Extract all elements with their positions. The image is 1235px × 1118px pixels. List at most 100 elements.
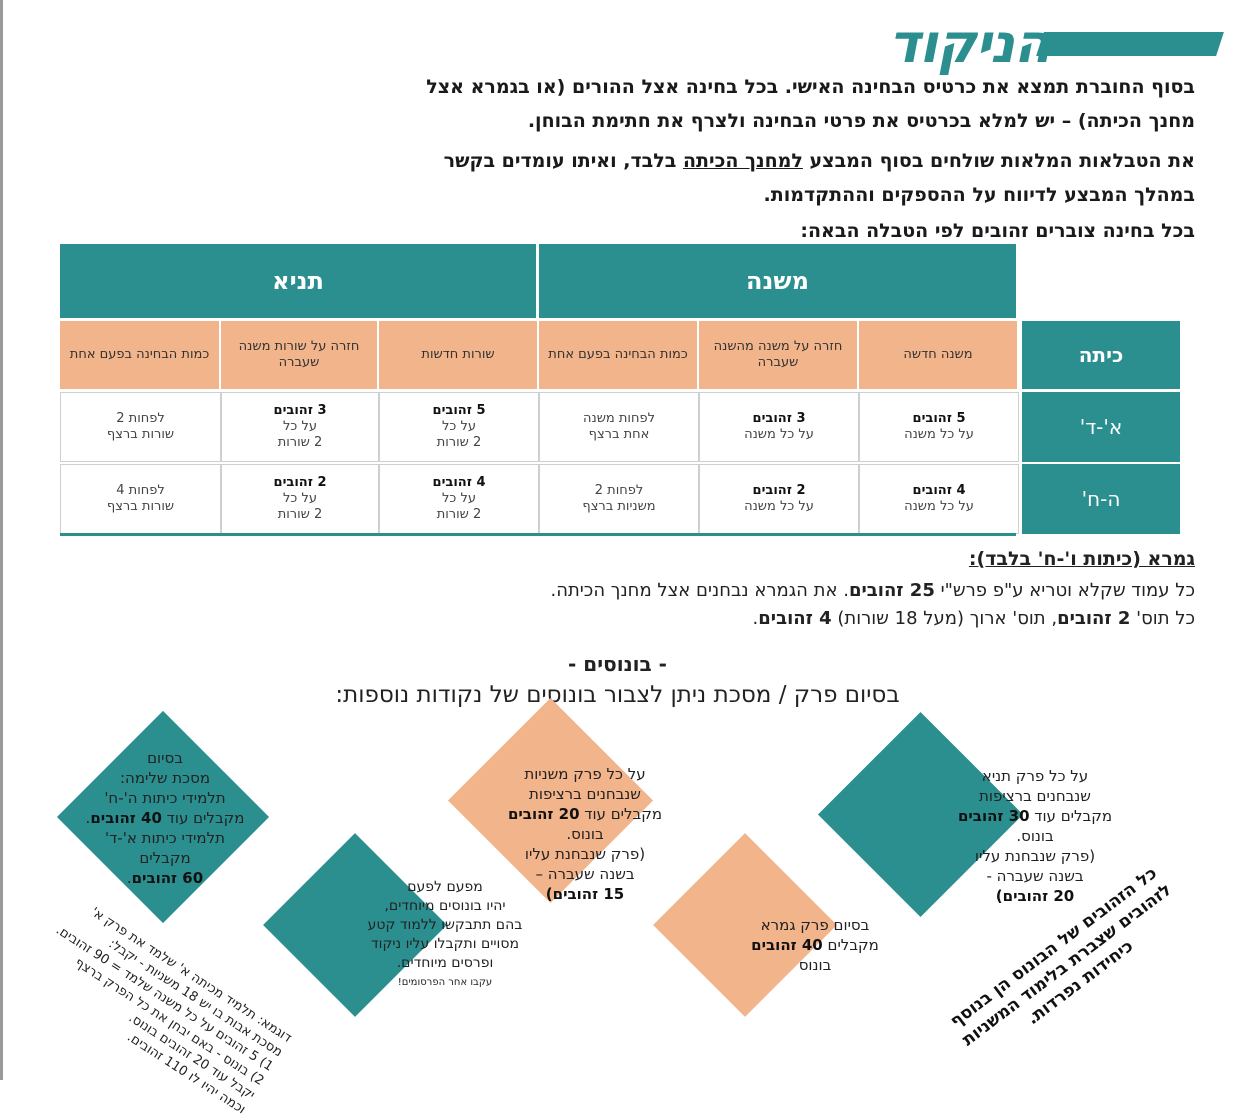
special-line1: מפעם לפעם	[407, 879, 483, 895]
tanya-chapter-line3: מקבלים עוד 30 זהובים בונוס.	[940, 806, 1130, 846]
tables-paragraph: את הטבלאות המלאות שולחים בסוף המבצע למחנ…	[40, 144, 1195, 212]
col-tanya-new: שורות חדשות	[379, 321, 539, 389]
row2-tanya-amount-line2: שורות ברצף	[106, 499, 175, 514]
row2-tanya-review-value: 2 זהובים	[273, 475, 327, 490]
tables-line-1-start: את הטבלאות המלאות שולחים בסוף המבצע	[802, 150, 1196, 172]
row1-mishna-review-unit: על כל משנה	[744, 427, 814, 442]
tanya-chapter-last-year: 20 זהובים)	[995, 887, 1075, 905]
gemara-chapter-receive: מקבלים	[822, 936, 879, 954]
bonus-subtitle: בסיום פרק / מסכת ניתן לצבור בונוסים של נ…	[335, 682, 900, 708]
mishna-chapter-points: 20 זהובים	[507, 805, 580, 823]
mishna-chapter-text: על כל פרק משניות שנבחנים ברציפות מקבלים …	[490, 764, 680, 904]
row2-mishna-review-unit: על כל משנה	[744, 499, 814, 514]
tanya-chapter-receive: מקבלים עוד	[1029, 807, 1113, 825]
tanya-chapter-points: 30 זהובים	[957, 807, 1030, 825]
mishna-chapter-line2: שנבחנים ברציפות	[529, 785, 641, 803]
gemara-line-2-c: , תוס' ארוך (מעל 18 שורות)	[831, 608, 1058, 629]
class-teacher-underline: למחנך הכיתה	[682, 150, 803, 172]
row2-tanya-new-value: 4 זהובים	[432, 475, 486, 490]
row1-tanya-review-value: 3 זהובים	[273, 403, 327, 418]
masechet-line1: בסיום	[147, 749, 183, 767]
row1-mishna-amount-line2: אחת ברצף	[588, 427, 650, 442]
gemara-line-2-e: .	[752, 608, 759, 629]
row1-mishna-review-value: 3 זהובים	[752, 411, 806, 426]
page-title: הניקוד	[888, 12, 1051, 75]
row1-tanya-amount-line2: שורות ברצף	[106, 427, 175, 442]
gemara-line-2-a: כל תוס'	[1130, 608, 1195, 629]
title-accent-bar	[1036, 32, 1224, 56]
tanya-chapter-line4: (פרק שנבחנת עליו	[974, 847, 1096, 865]
page-frame	[0, 0, 3, 1080]
masechet-line5: תלמידי כיתות א'-ד'	[105, 829, 225, 847]
row2-mishna-new-value: 4 זהובים	[912, 483, 966, 498]
row2-mishna-review-value: 2 זהובים	[752, 483, 806, 498]
table-intro: בכל בחינה צוברים זהובים לפי הטבלה הבאה:	[800, 220, 1195, 242]
col-mishna-review: חזרה על משנה מהשנה שעברה	[699, 321, 859, 389]
mishna-chapter-line3: מקבלים עוד 20 זהובים בונוס.	[490, 804, 680, 844]
gemara-line-1-points: 25 זהובים	[848, 580, 935, 601]
row2-tanya-review-per: על כל	[283, 491, 317, 506]
masechet-dot-lower: .	[126, 869, 132, 887]
tanya-chapter-bonus: בונוס.	[1016, 827, 1054, 845]
mishna-chapter-receive: מקבלים עוד	[579, 805, 663, 823]
gemara-chapter-points: 40 זהובים	[751, 936, 823, 954]
mishna-chapter-line5: בשנה שעברה –	[535, 865, 635, 883]
gemara-title: גמרא (כיתות ו'-ח' בלבד):	[968, 548, 1195, 570]
masechet-line4: מקבלים עוד 40 זהובים.	[80, 808, 250, 828]
gemara-line-1: כל עמוד שקלא וטריא ע"פ פרש"י 25 זהובים. …	[550, 580, 1195, 601]
masechet-receive-upper: מקבלים עוד	[161, 809, 245, 827]
gemara-line-1-a: כל עמוד שקלא וטריא ע"פ פרש"י	[934, 580, 1195, 601]
masechet-line2: מסכת שלימה:	[119, 769, 211, 787]
tables-line-2: במהלך המבצע לדיווח על ההספקים וההתקדמות.	[763, 184, 1195, 206]
row2-tanya-review-unit: 2 שורות	[277, 507, 323, 522]
row1-tanya-new-per: על כל	[442, 419, 476, 434]
special-line3: בהם תתבקשו ללמוד קטע	[367, 917, 523, 933]
row2-mishna-amount-line2: משניות ברצף	[582, 499, 656, 514]
col-kita: כיתה	[1022, 321, 1180, 389]
col-mishna-new: משנה חדשה	[859, 321, 1019, 389]
row1-mishna-amount-line1: לפחות משנה	[583, 411, 655, 426]
special-text: מפעם לפעם יהיו בונוסים מיוחדים, בהם תתבק…	[340, 878, 550, 992]
intro-paragraph: בסוף החוברת תמצא את כרטיס הבחינה האישי. …	[40, 70, 1195, 138]
tanya-chapter-text: על כל פרק תניא שנבחנים ברציפות מקבלים עו…	[940, 766, 1130, 906]
masechet-text: בסיום מסכת שלימה: תלמידי כיתות ה'-ח' מקב…	[80, 748, 250, 888]
special-line5: ופרסים מיוחדים.	[396, 955, 494, 971]
row2-tanya-amount-line1: לפחות 4	[116, 483, 165, 498]
tables-line-1: את הטבלאות המלאות שולחים בסוף המבצע למחנ…	[40, 144, 1195, 178]
row1-tanya-new-unit: 2 שורות	[436, 435, 482, 450]
row1-kita: א'-ד'	[1022, 392, 1180, 462]
table-bottom-rule	[60, 533, 1016, 536]
gemara-line-2: כל תוס' 2 זהובים, תוס' ארוך (מעל 18 שורו…	[753, 608, 1195, 629]
mishna-chapter-line4: (פרק שנבחנת עליו	[524, 845, 646, 863]
gemara-chapter-line2: מקבלים 40 זהובים	[715, 935, 915, 955]
intro-line-2: מחנך הכיתה) – יש למלא בכרטיס את פרטי הבח…	[527, 110, 1195, 132]
gemara-line-2-points: 2 זהובים	[1057, 608, 1131, 629]
row1-tanya-review-unit: 2 שורות	[277, 435, 323, 450]
row2-mishna-new-unit: על כל משנה	[904, 499, 974, 514]
masechet-line7: 60 זהובים.	[80, 868, 250, 888]
special-line2: יהיו בונוסים מיוחדים,	[384, 898, 506, 914]
row1-mishna-new-unit: על כל משנה	[904, 427, 974, 442]
tanya-chapter-line1: על כל פרק תניא	[981, 767, 1089, 785]
group-header-tanya: תניא	[60, 244, 536, 318]
masechet-points-upper: 40 זהובים	[90, 809, 162, 827]
tanya-chapter-line5: בשנה שעברה -	[986, 867, 1084, 885]
special-line6: עקבו אחר הפרסומים!	[397, 977, 493, 988]
group-header-mishna: משנה	[539, 244, 1016, 318]
gemara-chapter-line1: בסיום פרק גמרא	[760, 916, 870, 934]
masechet-points-lower: 60 זהובים	[131, 869, 204, 887]
col-tanya-amount: כמות הבחינה בפעם אחת	[60, 321, 221, 389]
row1-tanya-amount-line1: לפחות 2	[116, 411, 165, 426]
gemara-line-1-c: . את הגמרא נבחנים אצל מחנך הכיתה.	[550, 580, 849, 601]
